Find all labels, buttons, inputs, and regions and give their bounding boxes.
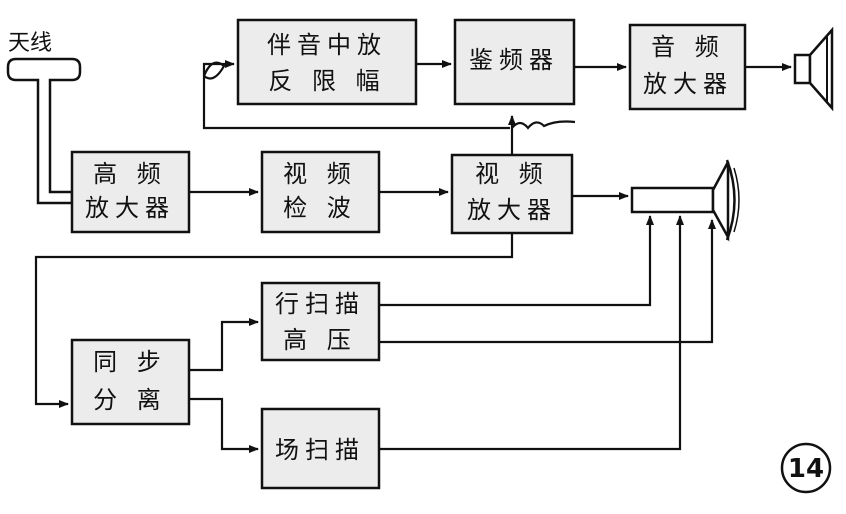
video-detector-line1: 视 频 <box>283 160 357 188</box>
sync-separator-line2: 分 离 <box>93 386 167 414</box>
sound-if-amplifier-line1: 伴音中放 <box>267 31 387 59</box>
sound-if-amplifier-block: 伴音中放 反 限 幅 <box>236 18 418 106</box>
video-detector-line2: 检 波 <box>283 194 357 222</box>
sound-if-amplifier-line2: 反 限 幅 <box>268 67 385 95</box>
signal-lines <box>34 60 792 453</box>
picture-tube-icon <box>630 159 740 242</box>
discriminator-block: 鉴频器 <box>453 18 576 106</box>
sync-separator-block: 同 步 分 离 <box>70 338 191 426</box>
horizontal-scan-block: 行扫描 高 压 <box>260 281 381 362</box>
rf-amplifier-line1: 高 频 <box>93 160 167 188</box>
antenna-icon: 天线 <box>6 31 82 205</box>
speaker-icon <box>793 26 834 112</box>
rf-amplifier-line2: 放大器 <box>85 194 175 222</box>
video-amplifier-block: 视 频 放大器 <box>450 153 574 235</box>
vertical-scan-block: 场扫描 <box>260 407 381 490</box>
discriminator-label: 鉴频器 <box>469 46 559 74</box>
horizontal-scan-line1: 行扫描 <box>275 290 365 318</box>
audio-amplifier-block: 音 频 放大器 <box>628 23 747 111</box>
figure-number: 14 <box>788 454 824 484</box>
video-amplifier-line2: 放大器 <box>467 196 557 224</box>
horizontal-scan-line2: 高 压 <box>283 326 357 354</box>
video-detector-block: 视 频 检 波 <box>260 150 381 234</box>
sync-separator-line1: 同 步 <box>93 348 167 376</box>
vertical-scan-label: 场扫描 <box>275 436 365 464</box>
rf-amplifier-block: 高 频 放大器 <box>70 150 191 234</box>
antenna-label: 天线 <box>8 31 52 56</box>
figure-number-badge: 14 <box>780 442 832 494</box>
audio-amplifier-line1: 音 频 <box>651 33 725 61</box>
audio-amplifier-line2: 放大器 <box>643 70 733 98</box>
video-amplifier-line1: 视 频 <box>475 160 549 188</box>
